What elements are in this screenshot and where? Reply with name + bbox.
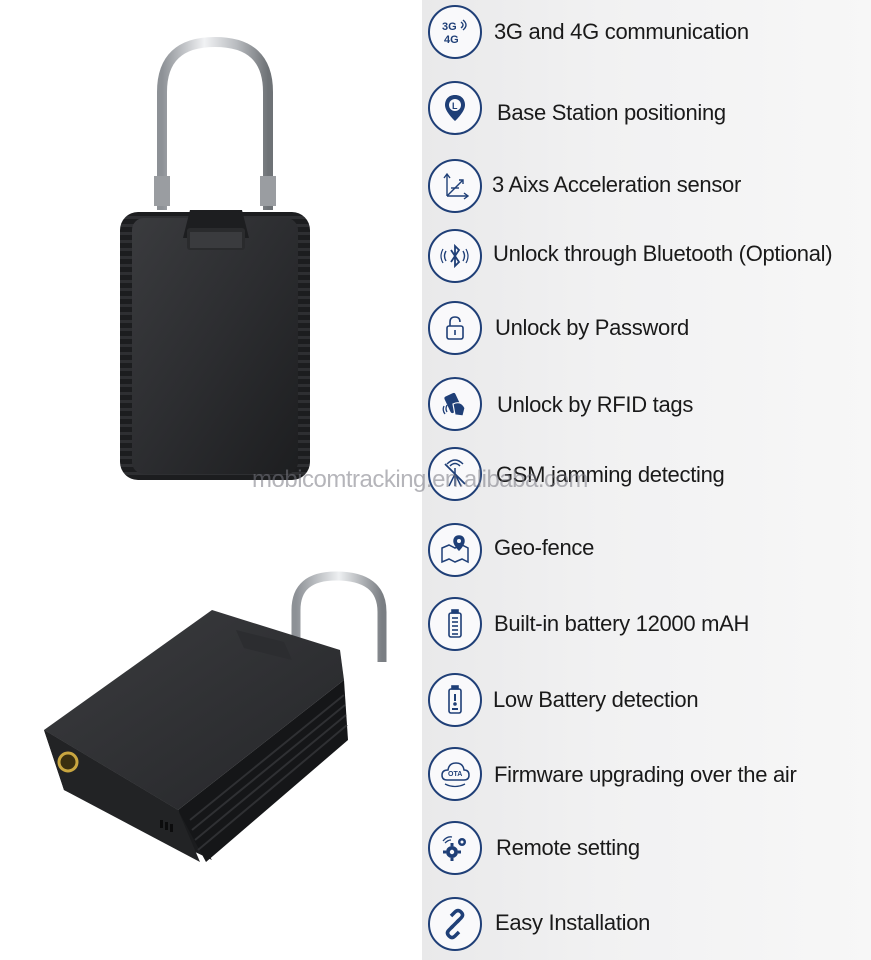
axis-sensor-icon — [428, 159, 482, 213]
feature-label: Built-in battery 12000 mAH — [494, 611, 750, 636]
feature-battery: Built-in battery 12000 mAH — [422, 592, 871, 656]
feature-label: GSM jamming detecting — [496, 462, 725, 487]
gears-wifi-icon — [428, 821, 482, 875]
feature-bluetooth: Unlock through Bluetooth (Optional) — [422, 224, 871, 288]
watermark: mobicomtracking.en.alibaba.com — [252, 466, 588, 493]
padlock-front-image — [120, 36, 310, 480]
feature-label: Unlock by RFID tags — [497, 392, 694, 417]
low-battery-icon — [428, 673, 482, 727]
ota-badge: OTA — [448, 771, 462, 778]
cloud-ota-icon: OTA — [428, 747, 482, 801]
feature-3g4g: 3G 4G 3G and 4G communication — [422, 0, 871, 64]
jamming-icon — [428, 447, 482, 501]
svg-text:L: L — [452, 101, 458, 111]
feature-accel: 3 Aixs Acceleration sensor — [422, 154, 871, 218]
battery-icon — [428, 597, 482, 651]
rfid-card-icon — [428, 377, 482, 431]
padlock-icon — [428, 301, 482, 355]
padlock-angled-image — [44, 571, 387, 862]
feature-label: Firmware upgrading over the air — [494, 762, 797, 787]
feature-label: Low Battery detection — [493, 687, 699, 712]
feature-base-station: L Base Station positioning — [422, 76, 871, 140]
chain-link-icon — [428, 897, 482, 951]
feature-label: 3G and 4G communication — [494, 19, 749, 44]
badge-3g: 3G — [442, 21, 457, 33]
feature-remote: Remote setting — [422, 816, 871, 880]
feature-label: Easy Installation — [495, 910, 651, 935]
feature-list: 3G 4G 3G and 4G communication L Base Sta… — [422, 0, 871, 960]
feature-label: Geo-fence — [494, 535, 595, 560]
bluetooth-icon — [428, 229, 482, 283]
product-images — [0, 0, 422, 960]
feature-label: Unlock through Bluetooth (Optional) — [493, 241, 833, 266]
feature-label: Base Station positioning — [497, 100, 726, 125]
feature-label: 3 Aixs Acceleration sensor — [492, 172, 742, 197]
feature-geofence: Geo-fence — [422, 518, 871, 582]
feature-ota: OTA Firmware upgrading over the air — [422, 742, 871, 806]
feature-gsm: GSM jamming detecting — [422, 442, 871, 506]
3g-4g-icon: 3G 4G — [428, 5, 482, 59]
feature-install: Easy Installation — [422, 892, 871, 956]
location-pin-icon: L — [428, 81, 482, 135]
feature-rfid: Unlock by RFID tags — [422, 372, 871, 436]
feature-low-battery: Low Battery detection — [422, 668, 871, 732]
feature-password: Unlock by Password — [422, 296, 871, 360]
feature-label: Unlock by Password — [495, 315, 689, 340]
map-pin-icon — [428, 523, 482, 577]
badge-4g: 4G — [444, 34, 459, 46]
feature-label: Remote setting — [496, 835, 640, 860]
